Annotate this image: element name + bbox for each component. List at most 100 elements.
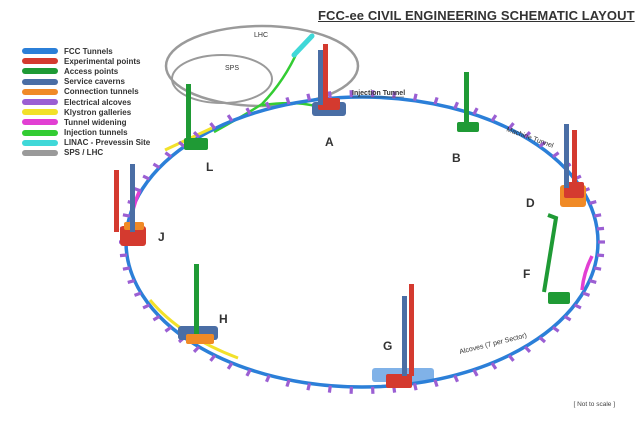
point-b: B <box>452 72 479 165</box>
alcove <box>490 362 498 370</box>
shaft-g-experiment <box>409 284 414 376</box>
shaft-l <box>186 84 191 146</box>
alcove <box>226 114 234 122</box>
legend-item-service-caverns: Service caverns <box>22 77 150 87</box>
legend-swatch <box>22 58 58 65</box>
alcove <box>507 354 515 362</box>
alcove <box>327 385 332 393</box>
alcove <box>133 291 142 297</box>
alcove <box>523 131 532 139</box>
alcove <box>306 93 312 101</box>
alcove <box>265 101 271 110</box>
shaft-h <box>194 264 199 334</box>
experiment-cavern-g <box>386 374 412 388</box>
legend-swatch <box>22 129 58 136</box>
alcove <box>327 91 332 99</box>
point-j: J <box>114 164 165 246</box>
connection-h <box>186 334 214 344</box>
alcove <box>306 383 312 391</box>
shaft-j-experiment <box>114 170 119 232</box>
point-label-h: H <box>219 312 228 326</box>
alcove <box>226 362 234 370</box>
alcove <box>127 279 135 284</box>
alcove <box>433 96 439 105</box>
legend-item-connection-tunnels: Connection tunnels <box>22 87 150 97</box>
legend-item-electrical-alcoves: Electrical alcoves <box>22 97 150 107</box>
shaft-d-experiment <box>572 130 577 190</box>
lhc-ring <box>164 24 360 108</box>
legend-item-sps-lhc: SPS / LHC <box>22 148 150 158</box>
alcove <box>507 122 515 130</box>
lhc-sps-rings: LHC SPS <box>164 24 360 108</box>
legend-item-tunnel-widening: Tunnel widening <box>22 117 150 127</box>
alcove <box>285 379 291 388</box>
alcove <box>412 383 418 391</box>
legend-label: FCC Tunnels <box>64 46 113 56</box>
shaft-a-service <box>318 50 323 105</box>
machine-tunnel-label: Machine Tunnel <box>505 126 554 150</box>
legend-label: Electrical alcoves <box>64 97 132 107</box>
legend-item-injection-tunnels: Injection tunnels <box>22 128 150 138</box>
alcove <box>164 151 173 159</box>
point-label-j: J <box>158 230 165 244</box>
alcove <box>433 379 439 388</box>
alcove <box>596 226 605 231</box>
injection-tunnel-label: Injection Tunnel <box>352 90 405 97</box>
alcove <box>133 187 142 193</box>
alcove <box>119 253 128 258</box>
point-d: D <box>526 124 586 210</box>
alcove <box>142 303 151 310</box>
alcove <box>589 200 597 205</box>
legend-item-fcc-tunnels: FCC Tunnels <box>22 46 150 56</box>
alcove <box>589 279 597 284</box>
alcove <box>209 354 217 362</box>
legend-swatch <box>22 109 58 116</box>
page-title: FCC-ee CIVIL ENGINEERING SCHEMATIC LAYOU… <box>318 8 635 23</box>
alcove <box>122 213 131 218</box>
alcove <box>285 96 291 105</box>
alcove <box>152 314 161 322</box>
point-g: G <box>372 284 434 388</box>
legend-swatch <box>22 88 58 95</box>
legend-label: Experimental points <box>64 56 141 66</box>
legend-label: Klystron galleries <box>64 107 132 117</box>
tunnel-widening-e <box>580 255 594 291</box>
alcove <box>142 174 151 181</box>
legend-item-linac: LINAC - Prevessin Site <box>22 138 150 148</box>
alcove <box>245 107 252 116</box>
sps-label: SPS <box>225 65 239 72</box>
legend-swatch <box>22 119 58 126</box>
legend-swatch <box>22 68 58 75</box>
legend-label: Access points <box>64 66 119 76</box>
point-label-f: F <box>523 267 530 281</box>
alcove <box>152 162 161 170</box>
alcove <box>177 140 186 148</box>
legend-label: Injection tunnels <box>64 128 128 138</box>
alcove <box>453 101 459 110</box>
legend-label: LINAC - Prevessin Site <box>64 138 151 148</box>
alcove <box>209 122 217 130</box>
alcove <box>563 314 572 322</box>
legend-label: Connection tunnels <box>64 87 139 97</box>
shaft-d-service <box>564 124 569 188</box>
cavern-f <box>548 292 570 304</box>
alcove <box>551 151 560 159</box>
legend-item-experimental-points: Experimental points <box>22 56 150 66</box>
lhc-label: LHC <box>254 32 268 39</box>
shaft-a-experiment <box>323 44 328 106</box>
alcove <box>573 303 582 310</box>
point-h: H <box>178 264 228 344</box>
alcove <box>122 266 131 271</box>
not-to-scale-note: [ Not to scale ] <box>573 401 615 408</box>
legend-item-access-points: Access points <box>22 66 150 76</box>
alcove <box>538 336 547 344</box>
point-l: L <box>184 84 213 174</box>
alcove <box>192 131 201 139</box>
legend-swatch <box>22 78 58 85</box>
legend-swatch <box>22 48 58 55</box>
shaft-f <box>542 213 559 293</box>
alcove <box>164 325 173 333</box>
point-label-a: A <box>325 135 334 149</box>
alcove <box>582 291 591 297</box>
